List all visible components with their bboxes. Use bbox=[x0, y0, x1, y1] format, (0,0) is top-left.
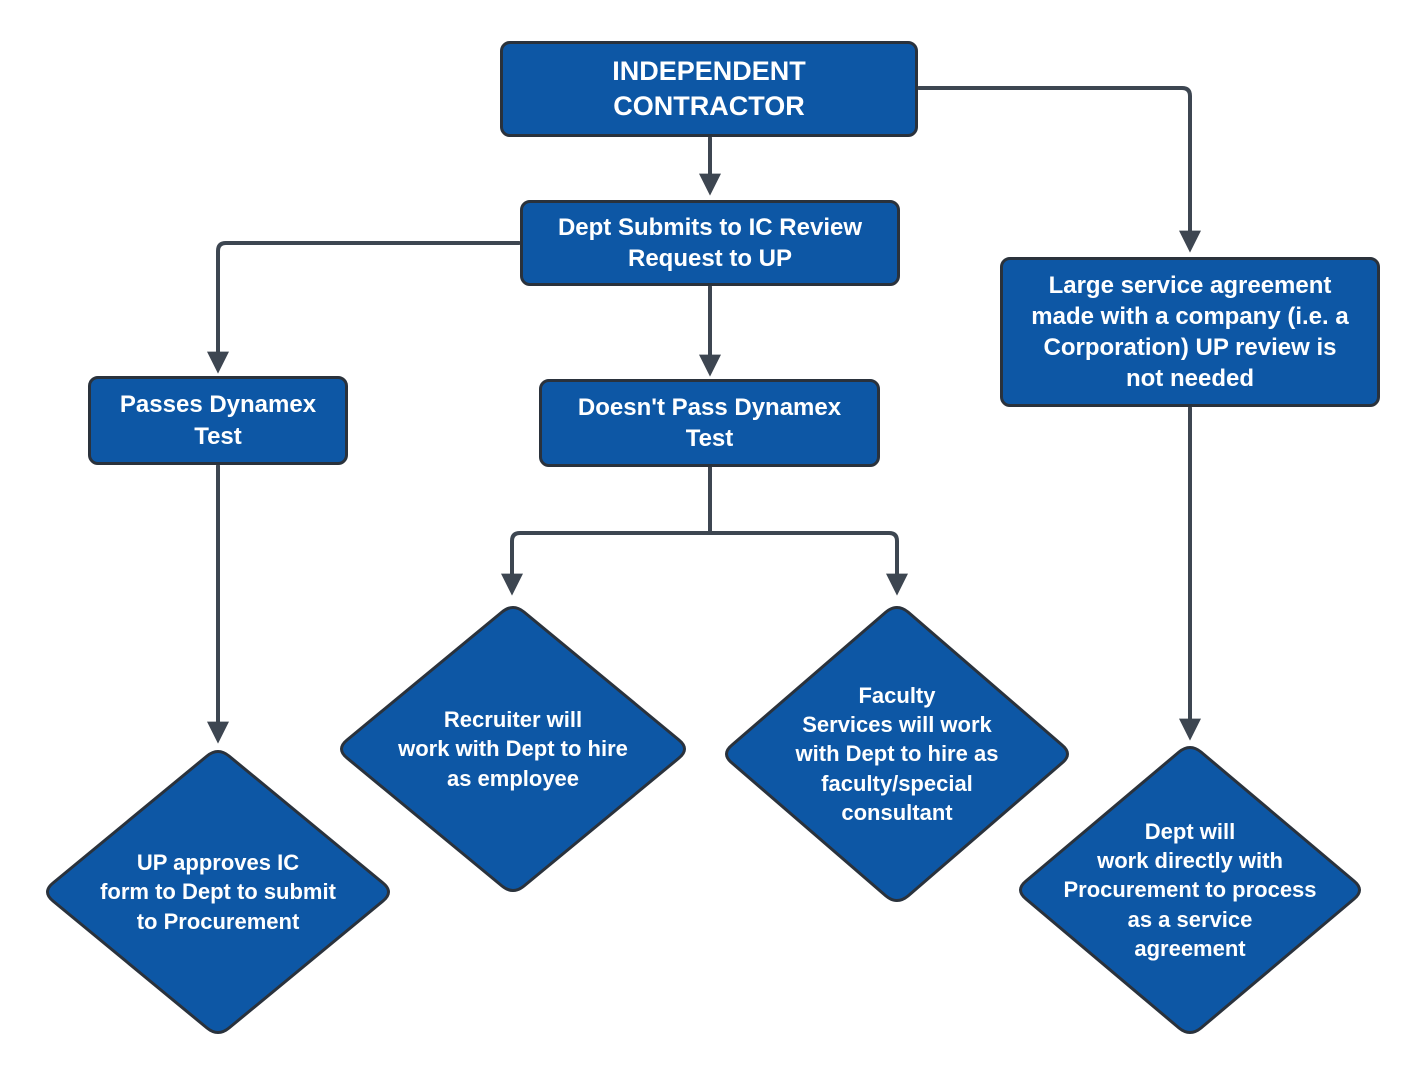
edge-dept-submits-to-passes bbox=[207, 241, 521, 374]
node-large-service-agreement: Large service agreement made with a comp… bbox=[1000, 257, 1380, 407]
diamond-up-approves bbox=[46, 750, 390, 1034]
diamond-faculty-services bbox=[725, 606, 1069, 902]
diamond-recruiter bbox=[340, 606, 686, 892]
node-doesnt-pass-dynamex: Doesn't Pass Dynamex Test bbox=[539, 379, 880, 467]
edge-doesnt-pass-to-recruiter bbox=[501, 531, 712, 596]
node-passes-dynamex: Passes Dynamex Test bbox=[88, 376, 348, 465]
edge-ic-to-large-service bbox=[917, 86, 1201, 253]
edge-doesnt-pass-to-faculty bbox=[708, 531, 908, 596]
diamond-dept-procurement bbox=[1019, 746, 1361, 1034]
node-dept-submits: Dept Submits to IC Review Request to UP bbox=[520, 200, 900, 286]
node-independent-contractor: INDEPENDENT CONTRACTOR bbox=[500, 41, 918, 137]
